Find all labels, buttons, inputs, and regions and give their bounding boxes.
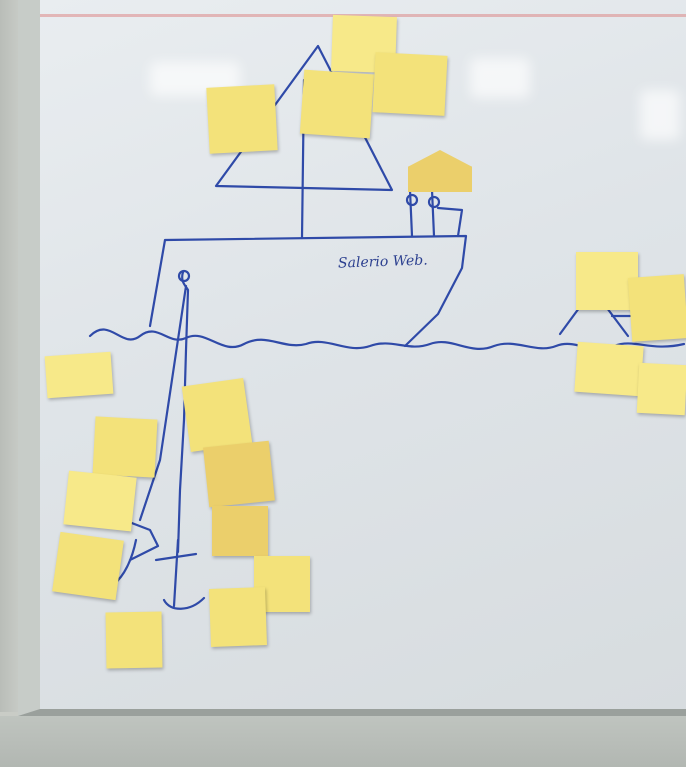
board-caption: Salerio Web. [337, 252, 428, 272]
sticky-note [203, 440, 275, 508]
sticky-note [372, 52, 448, 116]
sticky-note [63, 470, 137, 532]
sticky-note [209, 587, 267, 647]
sticky-note [576, 252, 638, 310]
sticky-note [574, 341, 644, 397]
sticky-note [636, 362, 686, 416]
light-reflection [470, 58, 530, 98]
whiteboard-tray-and-wall [0, 716, 686, 767]
sticky-note [627, 274, 686, 342]
sticky-note [206, 84, 278, 154]
sticky-note [105, 611, 163, 669]
light-reflection [640, 90, 680, 140]
sticky-note [92, 416, 158, 478]
sticky-note [212, 506, 268, 556]
sticky-note [52, 531, 124, 601]
sticky-note [44, 351, 114, 399]
sticky-note [181, 378, 253, 452]
sticky-note [299, 69, 375, 139]
